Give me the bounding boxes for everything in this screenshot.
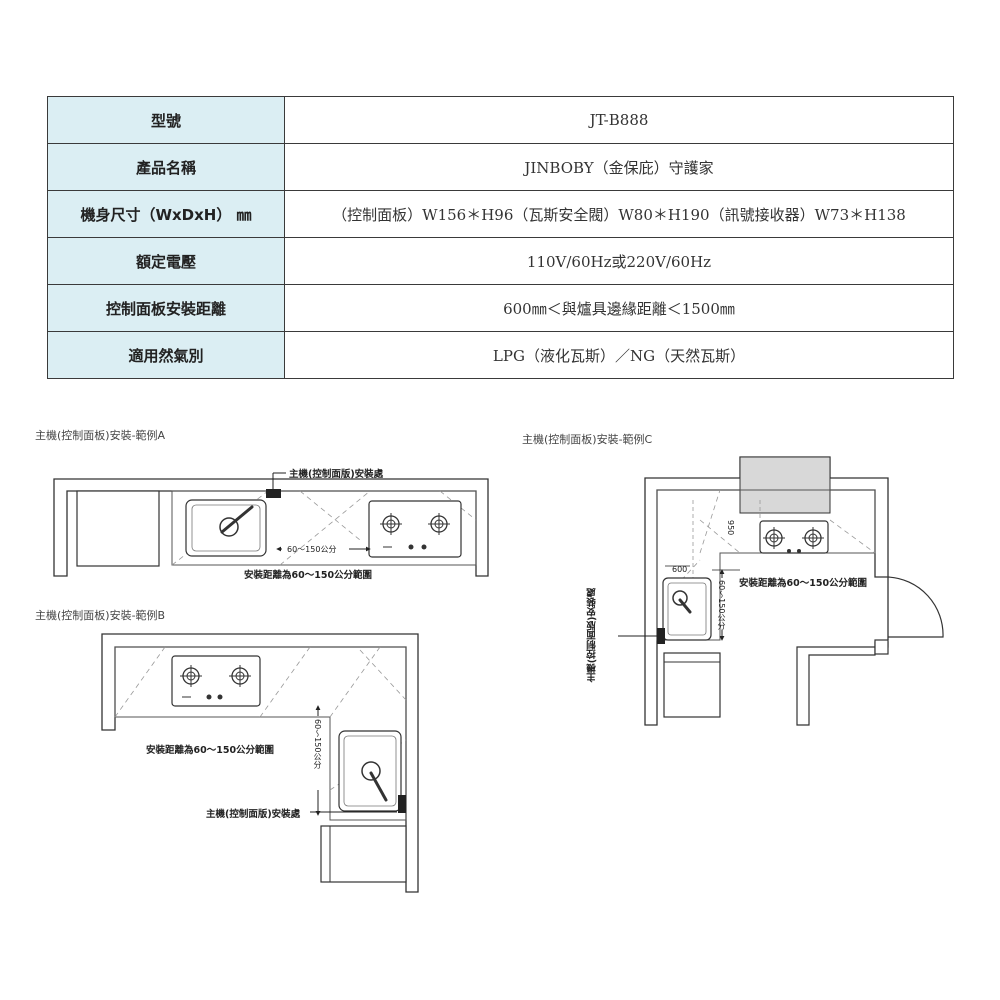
spec-table: 型號 JT-B888 產品名稱 JINBOBY（金保庇）守護家 機身尺寸（WxD… (47, 96, 954, 379)
diagram-a-dimension: 60～150公分 (287, 545, 337, 554)
diagram-b-control-panel (398, 795, 406, 813)
diagram-a-stove (368, 500, 462, 558)
diagram-c-range-note: 安裝距離為60～150公分範圍 (739, 578, 868, 589)
diagram-c-panel-label: 主機(控制面版)安裝處 (587, 588, 598, 683)
diagram-a-panel-label: 主機(控制面版)安裝處 (289, 469, 384, 480)
spec-label: 型號 (47, 96, 285, 144)
drain-icon (219, 517, 239, 537)
diagram-c-control-panel (657, 628, 665, 644)
diagram-c-dim-950: 950 (726, 520, 735, 536)
diagram-a-fridge (76, 490, 160, 567)
diagram-c-dim-600: 600 (672, 565, 688, 574)
diagram-a-walls (53, 478, 489, 577)
diagram-a-counter (171, 490, 477, 566)
diagram-a-caption: 主機(控制面板)安裝-範例A (35, 429, 166, 442)
diagram-c-dimension: 60～150公分 (717, 580, 726, 630)
drain-icon (361, 761, 381, 781)
diagram-c (618, 456, 944, 726)
spec-value: JT-B888 (284, 96, 954, 144)
spec-label: 額定電壓 (47, 237, 285, 285)
diagram-c-caption: 主機(控制面板)安裝-範例C (522, 433, 653, 446)
spec-value: LPG（液化瓦斯）／NG（天然瓦斯） (284, 331, 954, 379)
diagram-a-control-panel (266, 489, 281, 498)
spec-value: 600㎜＜與爐具邊緣距離＜1500㎜ (284, 284, 954, 332)
diagram-c-range-hood (739, 456, 831, 514)
faucet-icon (369, 771, 388, 802)
spec-label: 產品名稱 (47, 143, 285, 191)
spec-row-dimensions: 機身尺寸（WxDxH） ㎜ （控制面板）W156＊H96（瓦斯安全閥）W80＊H… (47, 190, 954, 238)
faucet-icon (678, 598, 692, 614)
diagram-a (53, 472, 489, 577)
diagram-b-sink (338, 730, 402, 812)
spec-value: JINBOBY（金保庇）守護家 (284, 143, 954, 191)
diagram-a-range-note: 安裝距離為60～150公分範圍 (244, 570, 373, 581)
spec-row-install-distance: 控制面板安裝距離 600㎜＜與爐具邊緣距離＜1500㎜ (47, 284, 954, 332)
spec-row-gas-type: 適用然氣別 LPG（液化瓦斯）／NG（天然瓦斯） (47, 331, 954, 379)
spec-value: 110V/60Hz或220V/60Hz (284, 237, 954, 285)
spec-row-product-name: 產品名稱 JINBOBY（金保庇）守護家 (47, 143, 954, 191)
diagram-b-dimension: 60～150公分 (313, 719, 322, 769)
diagram-b (101, 633, 419, 893)
faucet-icon (220, 505, 254, 534)
diagram-c-fridge (663, 652, 721, 718)
spec-label: 機身尺寸（WxDxH） ㎜ (47, 190, 285, 238)
spec-row-voltage: 額定電壓 110V/60Hz或220V/60Hz (47, 237, 954, 285)
spec-label: 適用然氣別 (47, 331, 285, 379)
drain-icon (672, 590, 688, 606)
spec-row-model: 型號 JT-B888 (47, 96, 954, 144)
diagram-b-range-note: 安裝距離為60～150公分範圍 (146, 745, 275, 756)
diagram-b-fridge (320, 825, 407, 883)
spec-label: 控制面板安裝距離 (47, 284, 285, 332)
spec-value: （控制面板）W156＊H96（瓦斯安全閥）W80＊H190（訊號接收器）W73＊… (284, 190, 954, 238)
diagram-c-door-swing (887, 576, 944, 638)
diagram-b-caption: 主機(控制面板)安裝-範例B (35, 609, 166, 622)
diagram-b-panel-label: 主機(控制面版)安裝處 (206, 809, 301, 820)
